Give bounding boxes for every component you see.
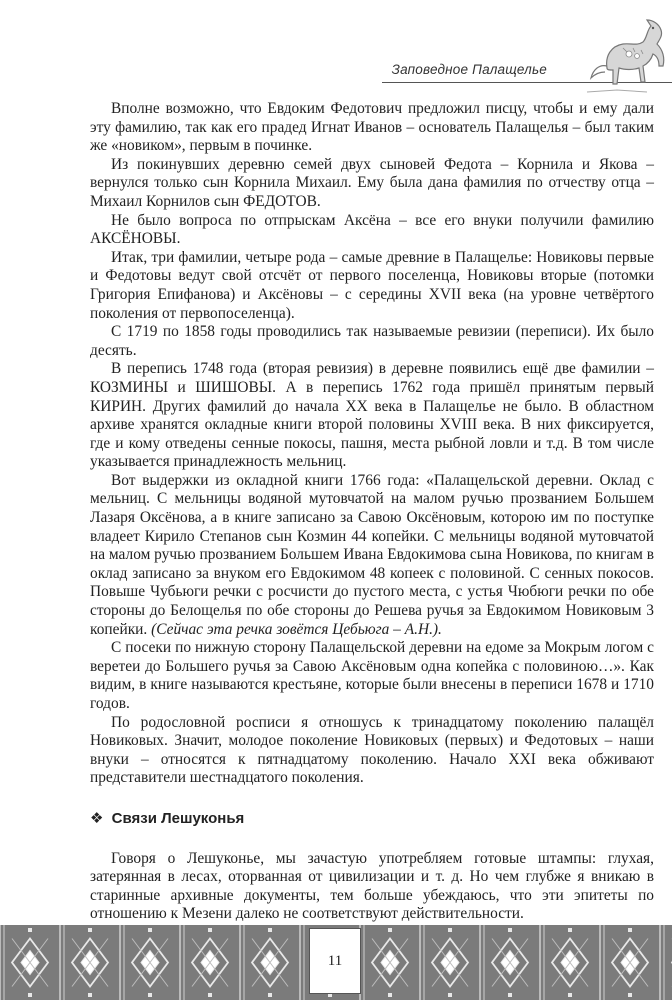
page-body: Вполне возможно, что Евдоким Федотович п…: [90, 100, 654, 924]
running-header: Заповедное Палащелье: [0, 0, 672, 93]
ornament-tile: [59, 925, 110, 1000]
ornament-tile: [359, 925, 410, 1000]
section-heading: ❖ Связи Лешуконья: [90, 810, 654, 829]
ornament-tile: [599, 925, 650, 1000]
ornament-tile: [119, 925, 170, 1000]
ornament-tile: [419, 925, 470, 1000]
running-header-title: Заповедное Палащелье: [391, 62, 547, 77]
editor-note: (Сейчас эта речка зовётся Цебьюга – А.Н.…: [151, 620, 442, 638]
ornament-tile: [239, 925, 290, 1000]
page-number-box: 11: [309, 928, 361, 994]
paragraph: Вполне возможно, что Евдоким Федотович п…: [90, 100, 654, 155]
paragraph: Не было вопроса по отпрыскам Аксёна – вс…: [90, 211, 654, 248]
paragraph: Итак, три фамилии, четыре рода – самые д…: [90, 248, 654, 322]
ornament-tile: [539, 925, 590, 1000]
paragraph: В перепись 1748 года (вторая ревизия) в …: [90, 360, 654, 471]
section-heading-text: Связи Лешуконья: [111, 809, 245, 827]
diamond-bullet-icon: ❖: [90, 809, 104, 827]
ornament-tile: [479, 925, 530, 1000]
page-number: 11: [327, 952, 343, 969]
header-rule: [382, 82, 672, 83]
paragraph: С посеки по нижную сторону Палащельской …: [90, 639, 654, 712]
paragraph: Говоря о Лешуконье, мы зачастую употребл…: [90, 849, 654, 923]
paragraph: Вот выдержки из окладной книги 1766 года…: [90, 471, 655, 638]
paragraph: С 1719 по 1858 годы проводились так назы…: [90, 323, 654, 359]
ornament-tile: [0, 925, 50, 1000]
paragraph: По родословной росписи я отношусь к трин…: [90, 713, 654, 787]
ornament-tile: [659, 925, 672, 1000]
ornament-tile: [179, 925, 230, 1000]
horse-emblem-icon: [586, 19, 665, 93]
paragraph: Из покинувших деревню семей двух сыновей…: [90, 155, 654, 210]
